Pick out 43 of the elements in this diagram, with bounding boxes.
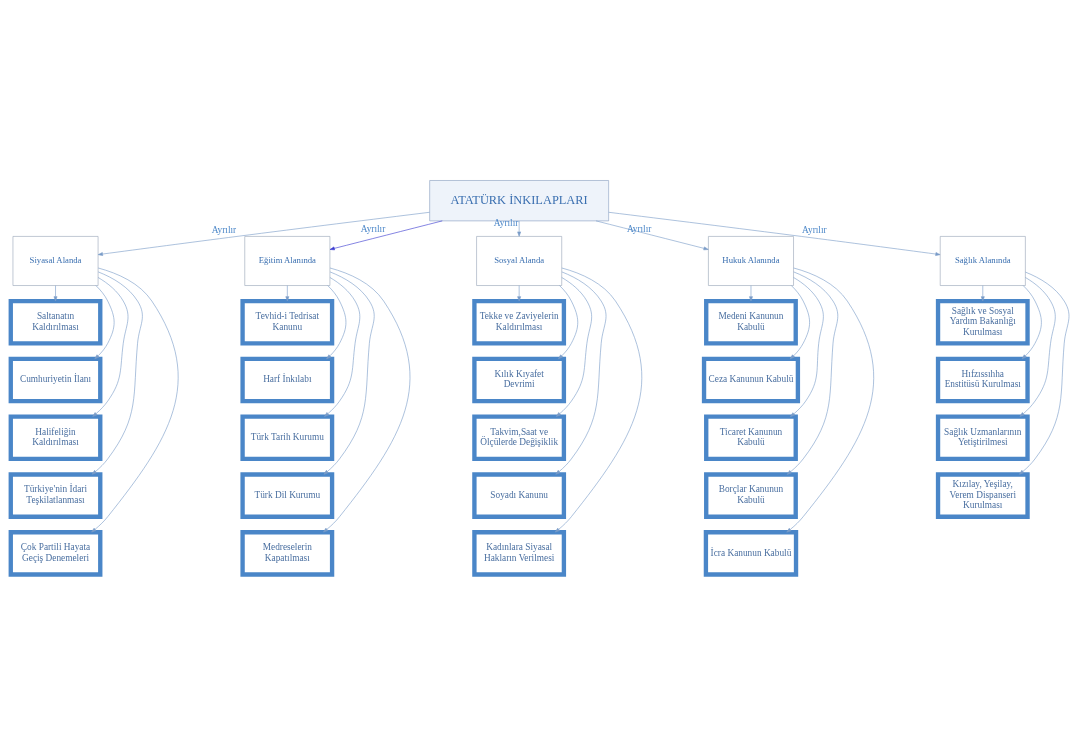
- node-box: Sağlık ve Sosyal Yardım Bakanlığı Kurulması: [935, 298, 1030, 345]
- node-box: Eğitim Alanında: [244, 235, 331, 286]
- arrow: [323, 271, 375, 475]
- arrow: [789, 284, 810, 359]
- arrow: [786, 271, 839, 475]
- arrow: [91, 271, 143, 475]
- node-box: Sağlık Alanında: [939, 235, 1026, 286]
- node-box: Tevhid-i Tedrisat Kanunu: [240, 298, 335, 345]
- arrow: [92, 276, 129, 417]
- arrow: [285, 284, 290, 301]
- arrow: [97, 211, 430, 256]
- arrow: [1019, 271, 1070, 475]
- edge-label: Ayrılır: [211, 224, 237, 235]
- arrow: [1021, 284, 1042, 359]
- arrow: [326, 284, 347, 359]
- arrow: [53, 284, 58, 301]
- edge-label: Ayrılır: [802, 224, 827, 235]
- arrow: [554, 267, 643, 532]
- arrow: [1019, 276, 1056, 417]
- arrow: [94, 284, 115, 359]
- arrow: [608, 211, 941, 256]
- arrow: [323, 267, 411, 532]
- edge-label: Ayrılır: [626, 223, 652, 234]
- arrow: [595, 220, 709, 250]
- arrow: [324, 276, 361, 417]
- edge-label: Ayrılır: [360, 223, 386, 234]
- arrow: [517, 220, 521, 237]
- node-box: Tekke ve Zaviyelerin Kaldırılması: [472, 298, 567, 345]
- arrow: [517, 284, 521, 301]
- arrow: [749, 284, 753, 301]
- arrow: [555, 271, 607, 475]
- arrow: [91, 267, 179, 532]
- node-box: Hukuk Alanında: [708, 235, 794, 286]
- arrow: [556, 276, 592, 417]
- node-box: Medeni Kanunun Kabulü: [704, 298, 798, 345]
- arrow: [790, 276, 824, 417]
- arrow: [329, 220, 443, 250]
- arrow: [786, 267, 874, 533]
- node-box: Sosyal Alanda: [476, 235, 563, 286]
- arrow: [558, 284, 579, 359]
- node-box: Saltanatın Kaldırılması: [8, 298, 103, 345]
- arrow: [980, 284, 985, 301]
- node-box: Siyasal Alanda: [12, 235, 99, 286]
